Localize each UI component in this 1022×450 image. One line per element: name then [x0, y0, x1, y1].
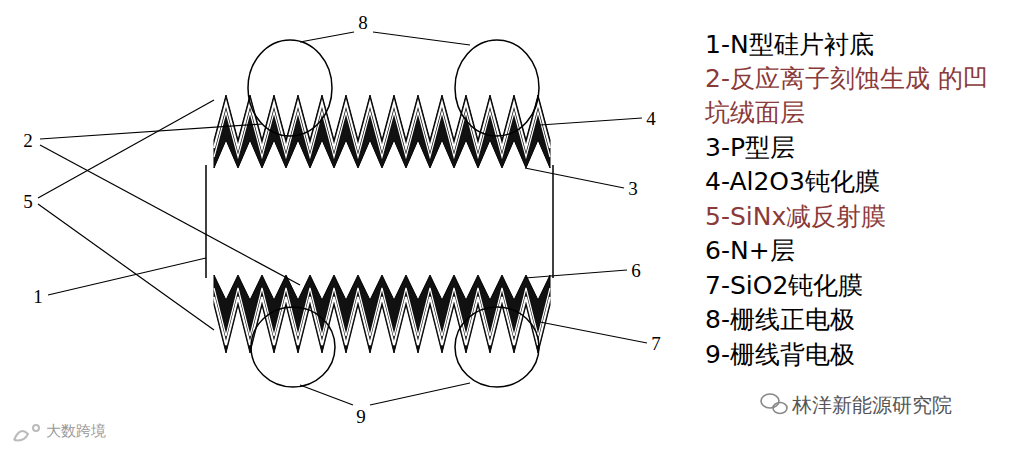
wechat-icon [761, 394, 787, 414]
callout-number: 7 [649, 334, 663, 353]
callout-number: 8 [356, 13, 370, 32]
wafer-edge [552, 165, 554, 278]
legend-line: 3-P型层 [705, 131, 1015, 165]
legend-line: 4-Al2O3钝化膜 [705, 165, 1015, 199]
callout-number: 2 [21, 131, 35, 150]
callout-number: 1 [31, 287, 45, 306]
callout-number: 9 [354, 407, 368, 426]
callout-number: 5 [21, 192, 35, 211]
bottom-layer-line [214, 288, 550, 336]
legend-line: 6-N+层 [705, 234, 1015, 268]
legend-line: 1-N型硅片衬底 [705, 28, 1015, 62]
legend-line: 7-SiO2钝化膜 [705, 269, 1015, 303]
bottom-layer-line [214, 297, 550, 345]
legend-line: 5-SiNx减反射膜 [705, 200, 1015, 234]
top-texture [214, 95, 550, 168]
legend-line: 9-栅线背电极 [705, 338, 1015, 372]
leader-lines [38, 32, 647, 405]
watermark: 大数跨境 [46, 422, 106, 441]
callout-number: 3 [626, 179, 640, 198]
legend-line: 8-栅线正电极 [705, 303, 1015, 337]
legend-line: 2-反应离子刻蚀生成 的凹坑绒面层 [705, 62, 1005, 130]
top-layer-line [214, 112, 550, 157]
watermark: 林洋新能源研究院 [792, 392, 952, 419]
wafer-edge [205, 165, 207, 278]
bottom-texture [214, 275, 550, 353]
watermark-icon [14, 425, 39, 440]
callout-number: 4 [644, 109, 658, 128]
callout-number: 6 [629, 261, 643, 280]
electrode-ovals [248, 40, 539, 387]
